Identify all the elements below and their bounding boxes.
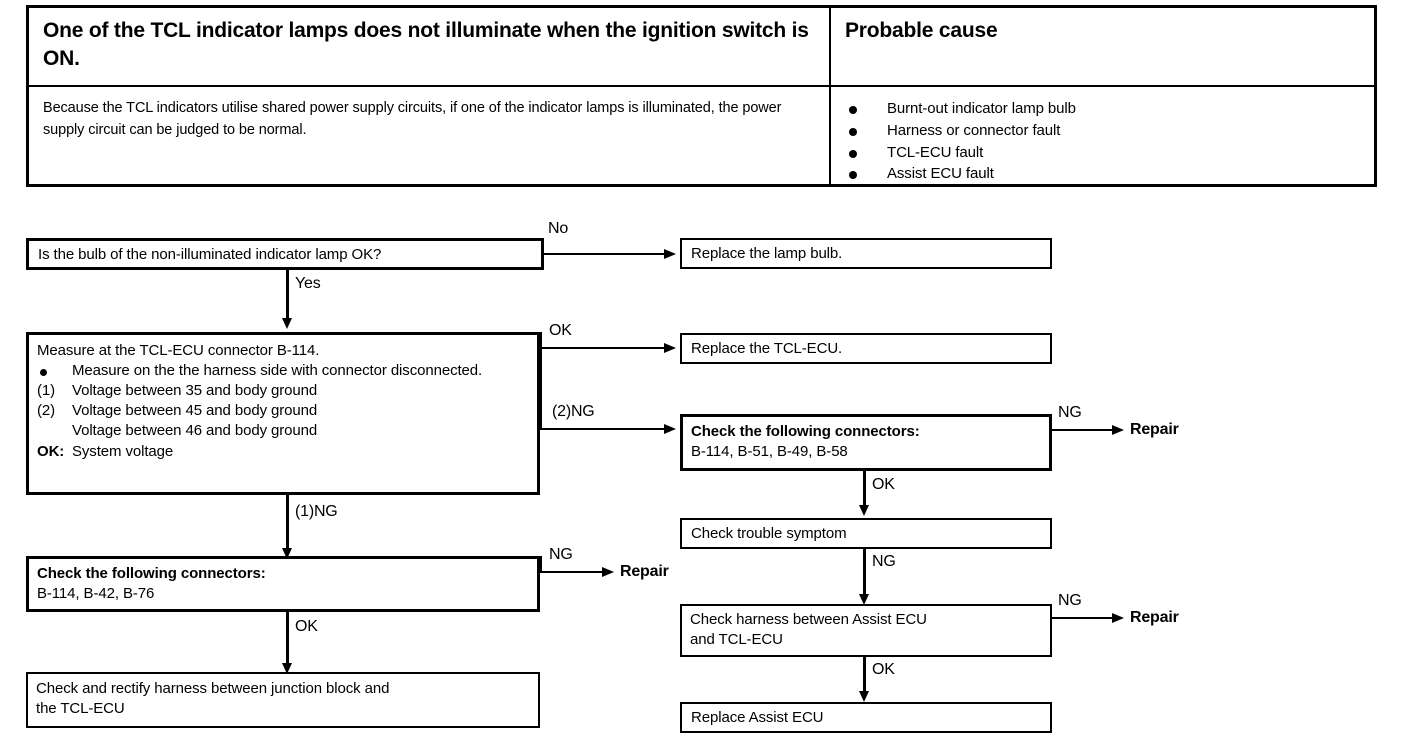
flow-box-replace-bulb-text: Replace the lamp bulb. (691, 245, 843, 262)
table-body-row: Because the TCL indicators utilise share… (29, 85, 1374, 184)
edge-2ng-arrow (664, 424, 676, 434)
flow-box-replace-bulb: Replace the lamp bulb. (680, 238, 1052, 269)
edge-yes-arrow (282, 318, 292, 329)
edge-label-ok-left: OK (295, 618, 318, 635)
measure-item-2-number: (2) (37, 402, 56, 419)
flow-box-replace-assist-ecu-text: Replace Assist ECU (691, 709, 824, 726)
measure-ok-line: OK: System voltage (37, 442, 529, 462)
flow-box-check-connectors-right-list: B-114, B-51, B-49, B-58 (691, 443, 848, 461)
edge-ok-left-line (286, 612, 289, 666)
flow-box-replace-tcl-ecu: Replace the TCL-ECU. (680, 333, 1052, 364)
edge-ng-right-top-line (1050, 429, 1116, 431)
edge-ok-right-low-arrow (859, 691, 869, 702)
cause-list-cell: Burnt-out indicator lamp bulb Harness or… (831, 87, 1374, 184)
edge-1ng-arrow (282, 548, 292, 559)
edge-label-1ng: (1)NG (295, 503, 338, 520)
edge-ng-right-mid-arrow (859, 594, 869, 605)
list-item: Assist ECU fault (845, 163, 1362, 185)
flow-box-check-connectors-right-title: Check the following connectors: (691, 423, 920, 440)
symptom-title: One of the TCL indicator lamps does not … (43, 19, 809, 70)
flow-box-bulb-check: Is the bulb of the non-illuminated indic… (26, 238, 544, 270)
flow-box-check-connectors-right: Check the following connectors: B-114, B… (680, 414, 1052, 471)
flow-box-check-harness-assist-line1: Check harness between Assist ECU (690, 611, 927, 628)
edge-ok-right-mid-line (863, 471, 866, 507)
edge-no-arrow (664, 249, 676, 259)
edge-label-ng-right-mid: NG (872, 553, 896, 570)
edge-ng-right-mid-line (863, 549, 866, 597)
list-item: Burnt-out indicator lamp bulb (845, 98, 1362, 120)
flow-box-check-rectify-harness: Check and rectify harness between juncti… (26, 672, 540, 728)
flow-box-check-trouble-symptom-text: Check trouble symptom (691, 525, 847, 542)
measure-item-1: (1) Voltage between 35 and body ground (37, 381, 529, 401)
edge-ng-right-low-arrow (1112, 613, 1124, 623)
measure-item-1-text: Voltage between 35 and body ground (72, 381, 318, 399)
list-item: Harness or connector fault (845, 120, 1362, 142)
terminal-repair-right-top: Repair (1130, 421, 1179, 438)
terminal-repair-right-low: Repair (1130, 609, 1179, 626)
flow-box-check-connectors-left-list: B-114, B-42, B-76 (37, 585, 155, 603)
flow-box-replace-assist-ecu: Replace Assist ECU (680, 702, 1052, 733)
flow-box-check-rectify-harness-line2: the TCL-ECU (36, 700, 125, 718)
edge-ng-left-arrow (602, 567, 614, 577)
flow-box-bulb-check-text: Is the bulb of the non-illuminated indic… (38, 246, 382, 263)
symptom-title-cell: One of the TCL indicator lamps does not … (29, 8, 831, 85)
edge-label-no: No (548, 220, 569, 237)
flow-box-measure: Measure at the TCL-ECU connector B-114. … (26, 332, 540, 495)
measure-bullet-1: Measure on the the harness side with con… (37, 361, 529, 381)
edge-ng-right-top-riser (1050, 414, 1052, 430)
edge-ok-left-arrow (282, 663, 292, 674)
measure-line-1: Measure at the TCL-ECU connector B-114. (37, 342, 320, 359)
measure-item-3-text: Voltage between 46 and body ground (72, 422, 318, 440)
edge-label-ok-right-mid: OK (872, 476, 895, 493)
edge-ok-top-riser (540, 332, 542, 348)
flow-box-check-harness-assist-line2: and TCL-ECU (690, 631, 783, 649)
list-item: TCL-ECU fault (845, 142, 1362, 164)
edge-ok-top-line (540, 347, 666, 349)
cause-header-cell: Probable cause (831, 8, 1374, 85)
edge-ng-right-low-riser (1050, 604, 1052, 618)
symptom-cause-table: One of the TCL indicator lamps does not … (26, 5, 1377, 187)
edge-ng-right-low-line (1050, 617, 1116, 619)
edge-2ng-line (540, 428, 666, 430)
flow-box-check-rectify-harness-line1: Check and rectify harness between juncti… (36, 680, 390, 697)
flow-box-check-trouble-symptom: Check trouble symptom (680, 518, 1052, 549)
probable-cause-list: Burnt-out indicator lamp bulb Harness or… (845, 96, 1362, 185)
measure-item-2: (2) Voltage between 45 and body ground (37, 401, 529, 421)
flow-box-check-connectors-left-title: Check the following connectors: (37, 565, 266, 582)
edge-ng-right-top-arrow (1112, 425, 1124, 435)
edge-1ng-line (286, 495, 289, 551)
edge-ng-left-riser (540, 556, 542, 572)
edge-label-ng-left: NG (549, 546, 573, 563)
table-header-row: One of the TCL indicator lamps does not … (29, 8, 1374, 85)
edge-label-ok-right-low: OK (872, 661, 895, 678)
measure-item-1-number: (1) (37, 381, 56, 399)
symptom-description-cell: Because the TCL indicators utilise share… (29, 87, 831, 184)
measure-ok-label: OK: (37, 442, 65, 460)
edge-no-line (544, 253, 666, 255)
flow-box-check-connectors-left: Check the following connectors: B-114, B… (26, 556, 540, 612)
measure-ok-text: System voltage (72, 442, 174, 460)
probable-cause-header: Probable cause (845, 19, 998, 42)
measure-item-2-text: Voltage between 45 and body ground (72, 402, 318, 419)
symptom-description: Because the TCL indicators utilise share… (43, 100, 782, 139)
edge-label-ok-top: OK (549, 322, 572, 339)
edge-ng-left-line (540, 571, 606, 573)
edge-yes-line (286, 270, 289, 322)
edge-ok-top-arrow (664, 343, 676, 353)
flow-box-check-harness-assist: Check harness between Assist ECU and TCL… (680, 604, 1052, 657)
flow-box-replace-tcl-ecu-text: Replace the TCL-ECU. (691, 340, 843, 357)
edge-label-yes: Yes (295, 275, 321, 292)
edge-label-2ng: (2)NG (552, 403, 595, 420)
measure-item-3: Voltage between 46 and body ground (37, 421, 529, 441)
terminal-repair-left: Repair (620, 563, 669, 580)
edge-label-ng-right-low: NG (1058, 592, 1082, 609)
edge-label-ng-right-top: NG (1058, 404, 1082, 421)
edge-ok-right-mid-arrow (859, 505, 869, 516)
edge-ok-right-low-line (863, 657, 866, 693)
edge-2ng-riser (540, 347, 542, 430)
